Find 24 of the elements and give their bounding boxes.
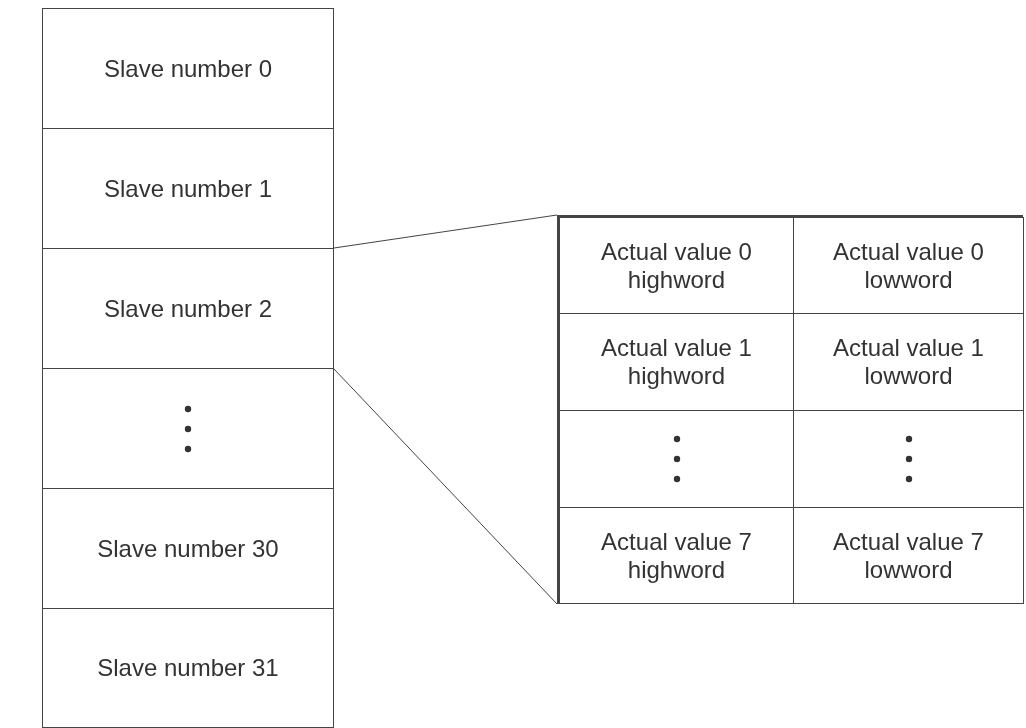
memory-cell xyxy=(42,368,334,489)
memory-cell xyxy=(42,248,334,369)
cell-label: Slave number 1 xyxy=(103,174,273,203)
table-cell xyxy=(793,507,1024,604)
table-frame xyxy=(557,215,1023,604)
cell-label: Actual value 1 highword xyxy=(600,334,753,390)
cell-label: Slave number 0 xyxy=(103,54,273,83)
memory-cell xyxy=(42,488,334,609)
zoom-line xyxy=(333,368,558,605)
zoom-line xyxy=(333,214,558,249)
cell-label: Actual value 0 lowword xyxy=(832,237,985,294)
cell-label: Actual value 0 highword xyxy=(600,237,753,294)
cell-label: Actual value 7 highword xyxy=(600,527,753,584)
cell-label: Slave number 2 xyxy=(103,294,273,323)
cell-label: Slave number 31 xyxy=(97,654,279,682)
table-cell xyxy=(793,217,1024,314)
cell-label: Actual value 7 lowword xyxy=(832,527,985,584)
table-cell xyxy=(559,507,794,604)
memory-cell xyxy=(42,128,334,249)
memory-cell xyxy=(42,608,334,728)
cell-label: Slave number 30 xyxy=(97,534,279,563)
memory-cell xyxy=(42,8,334,129)
table-cell xyxy=(559,217,794,314)
cell-label: Actual value 1 lowword xyxy=(832,334,985,390)
